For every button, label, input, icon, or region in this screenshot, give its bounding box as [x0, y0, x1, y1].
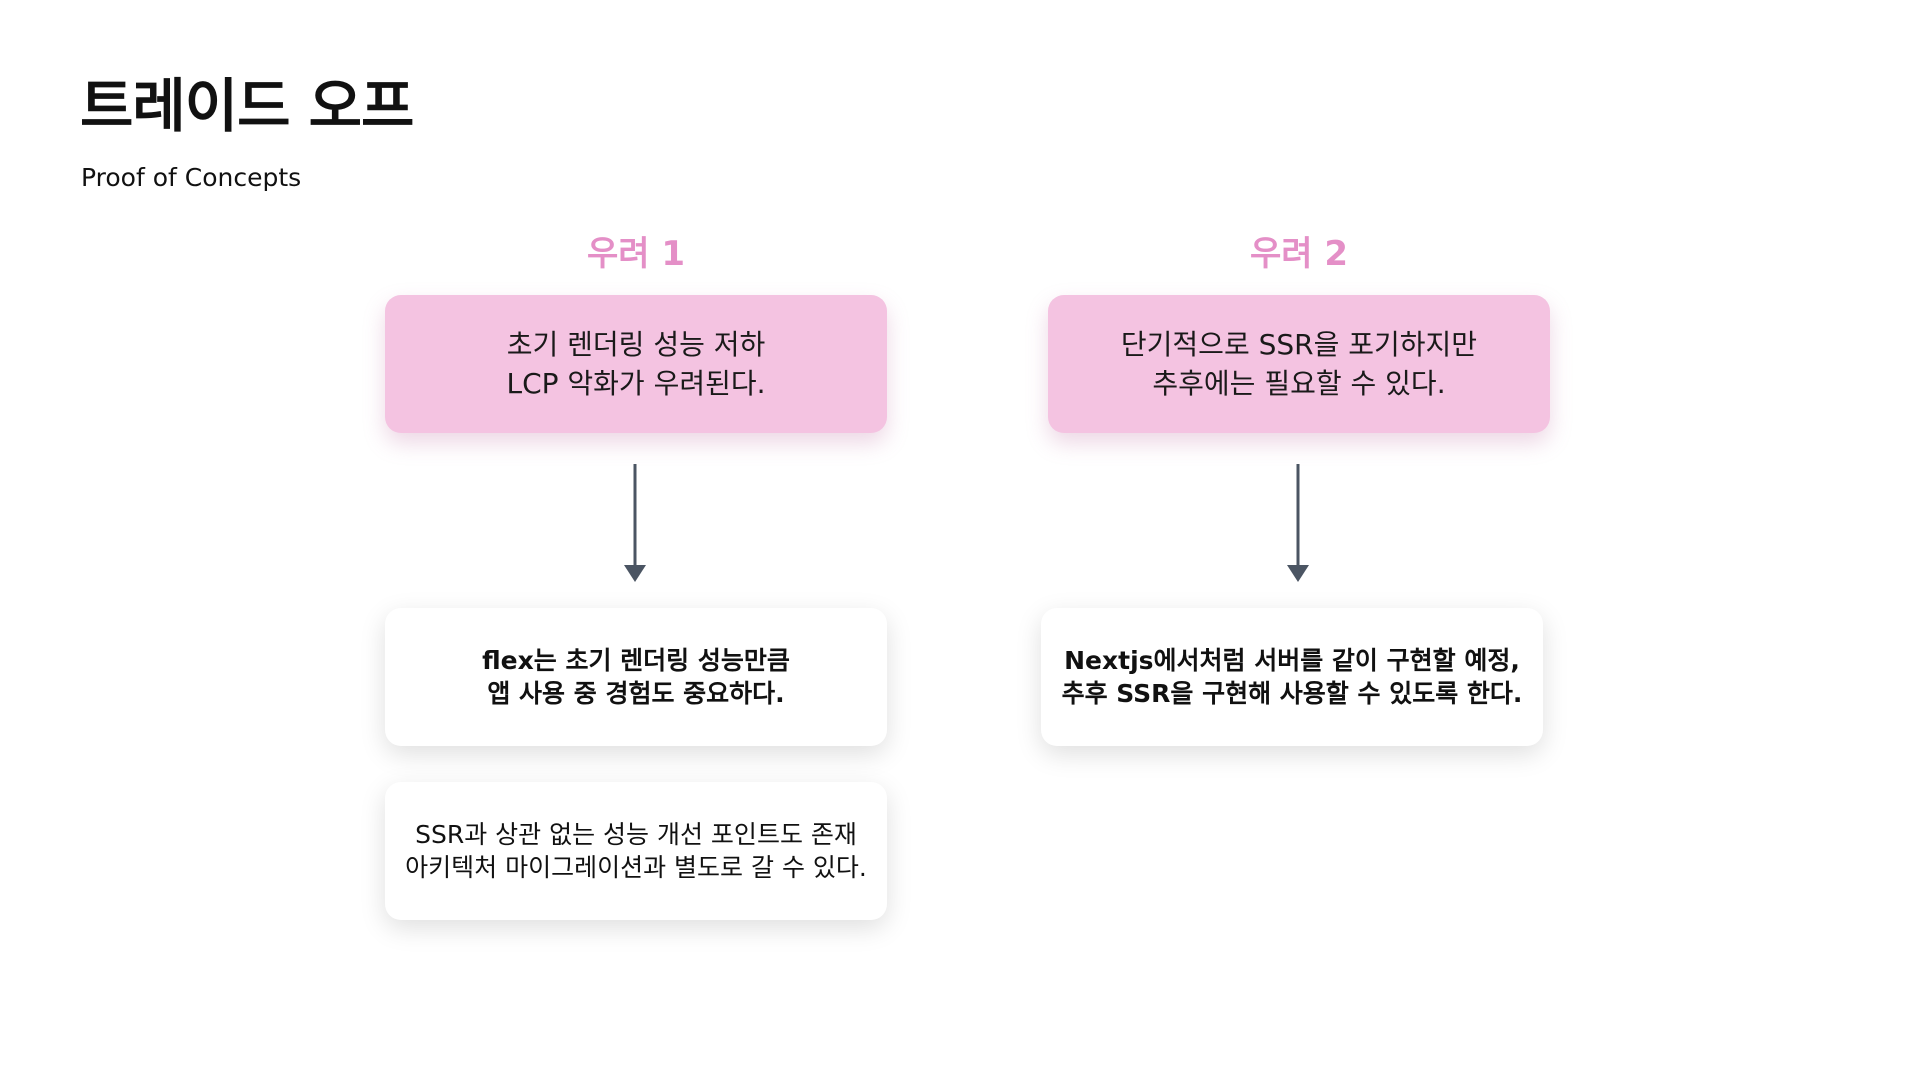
concern-2-card: 단기적으로 SSR을 포기하지만 추후에는 필요할 수 있다.	[1048, 295, 1550, 433]
concern-2-heading: 우려 2	[1249, 234, 1349, 274]
concern-1-card: 초기 렌더링 성능 저하 LCP 악화가 우려된다.	[385, 295, 887, 433]
concern-1-response-1-card: flex는 초기 렌더링 성능만큼 앱 사용 중 경험도 중요하다.	[385, 608, 887, 746]
page-subtitle: Proof of Concepts	[81, 163, 302, 192]
page-title: 트레이드 오프	[80, 72, 414, 140]
arrow-down-icon	[624, 464, 646, 582]
concern-1-heading: 우려 1	[586, 234, 686, 274]
arrow-down-icon	[1287, 464, 1309, 582]
concern-2-response-1-card: Nextjs에서처럼 서버를 같이 구현할 예정, 추후 SSR을 구현해 사용…	[1041, 608, 1543, 746]
concern-1-response-2-card: SSR과 상관 없는 성능 개선 포인트도 존재 아키텍처 마이그레이션과 별도…	[385, 782, 887, 920]
